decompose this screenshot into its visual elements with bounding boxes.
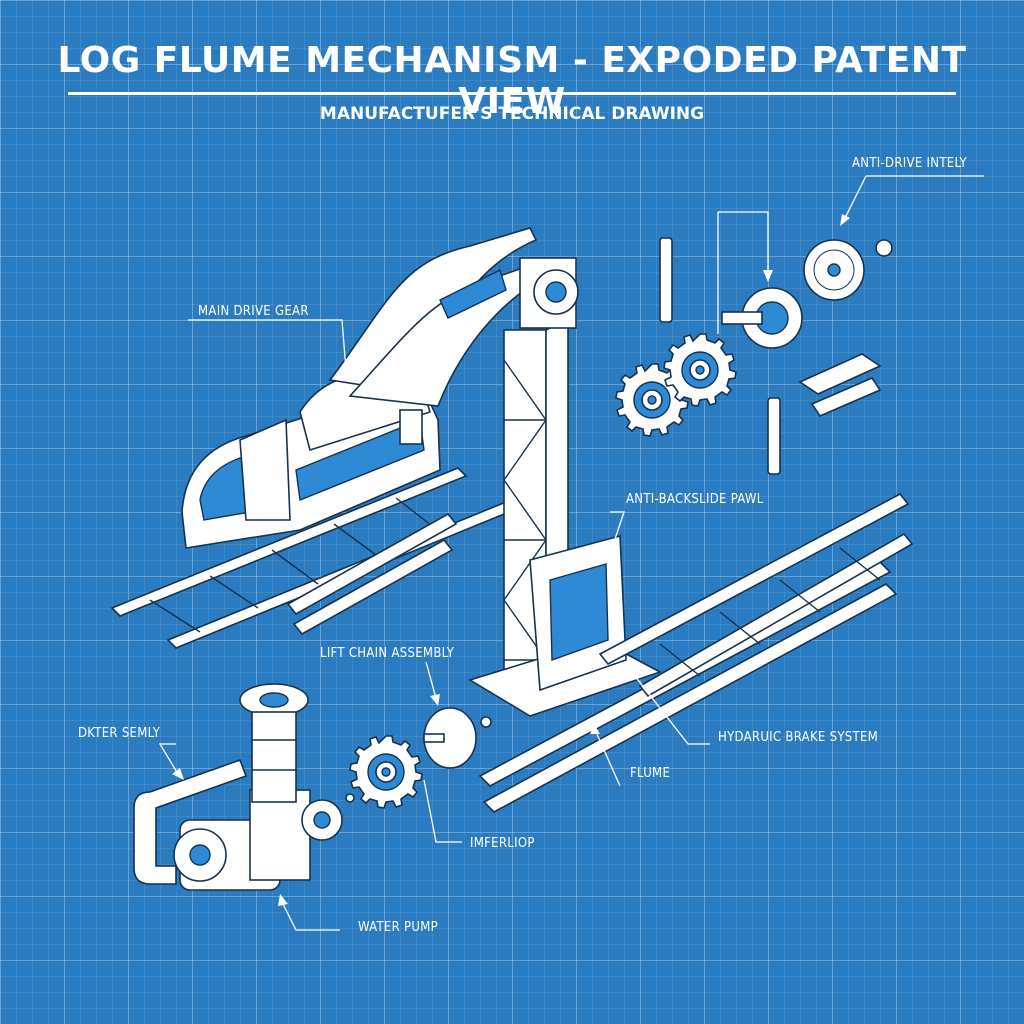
flume-chute bbox=[328, 227, 550, 407]
label-main-drive-gear: MAIN DRIVE GEAR bbox=[198, 304, 309, 319]
label-hydraulic-brake: HYDARUIC BRAKE SYSTEM bbox=[718, 730, 879, 745]
lift-chain bbox=[286, 512, 458, 636]
label-water-pump: WATER PUMP bbox=[358, 920, 438, 935]
flume-track-right bbox=[478, 492, 914, 813]
label-flume: FLUME bbox=[630, 766, 671, 781]
leader-lines bbox=[158, 175, 984, 931]
label-imperloop: IMFERLIOP bbox=[470, 836, 535, 851]
label-lift-chain-assembly: LIFT CHAIN ASSEMBLY bbox=[320, 646, 455, 661]
pump-assembly bbox=[133, 683, 492, 891]
lift-tower bbox=[468, 257, 663, 717]
page-subtitle: MANUFACTUFER'S TECHNICAL DRAWING bbox=[319, 104, 705, 124]
title-underline bbox=[68, 92, 956, 95]
log-boat bbox=[181, 373, 441, 549]
label-anti-backslide-pawl: ANTI-BACKSLIDE PAWL bbox=[626, 492, 764, 507]
page-title: LOG FLUME MECHANISM - EXPODED PATENT VIE… bbox=[57, 40, 967, 122]
label-anti-drive: ANTI-DRIVE INTELY bbox=[852, 156, 967, 171]
label-dkter-semly: DKTER SEMLY bbox=[78, 726, 161, 741]
exploded-parts-cluster bbox=[615, 237, 893, 475]
